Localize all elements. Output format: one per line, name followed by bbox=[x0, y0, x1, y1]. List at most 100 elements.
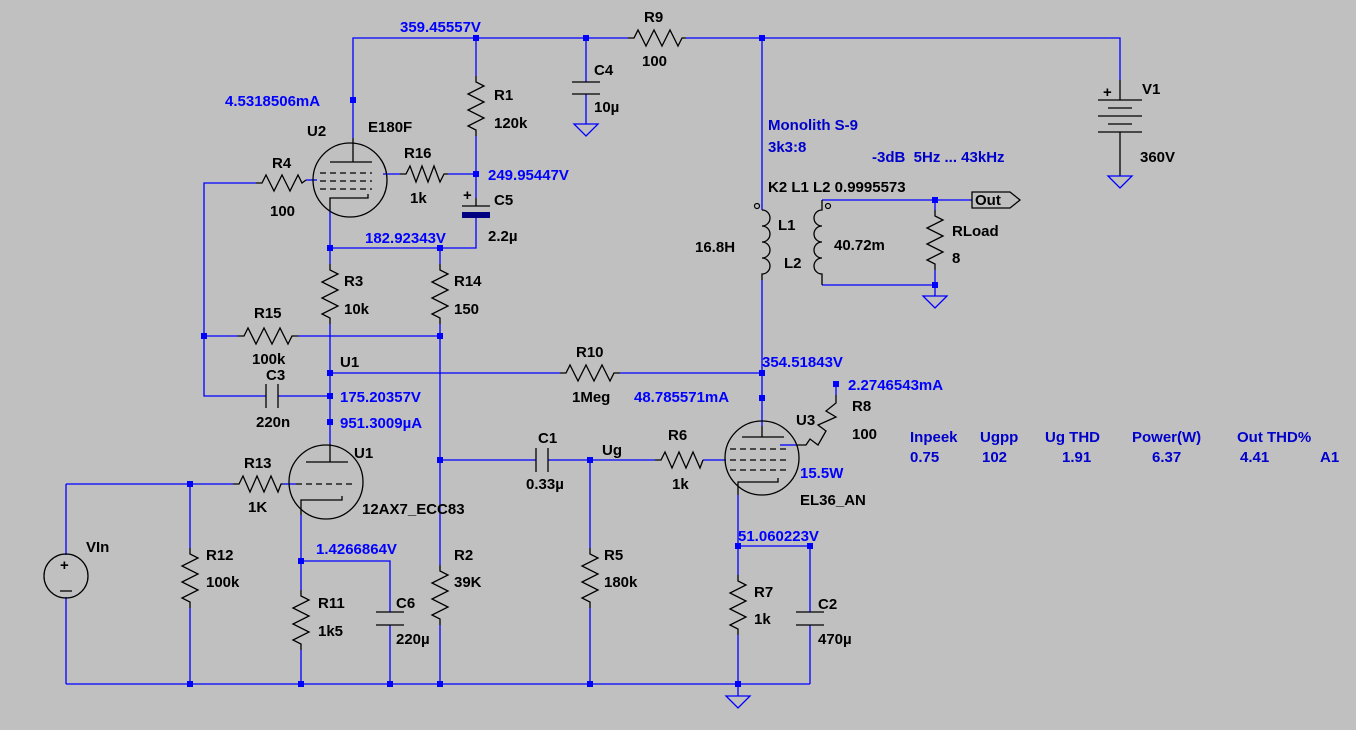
label-r16-value: 1k bbox=[410, 190, 427, 207]
label-r12-name: R12 bbox=[206, 547, 234, 564]
label-rload-name: RLoad bbox=[952, 223, 999, 240]
label-u2-model: E180F bbox=[368, 119, 412, 136]
label-c3-name: C3 bbox=[266, 367, 285, 384]
label-r2-name: R2 bbox=[454, 547, 473, 564]
label-r6-value: 1k bbox=[672, 476, 689, 493]
output-transformer[interactable] bbox=[753, 200, 832, 285]
op-v-u3-plate: 354.51843V bbox=[762, 354, 843, 371]
label-r15-name: R15 bbox=[254, 305, 282, 322]
note-bandwidth: -3dB 5Hz ... 43kHz bbox=[872, 149, 1005, 166]
results-table: Inpeek Ugpp Ug THD Power(W) Out THD% 0.7… bbox=[910, 429, 1339, 466]
net-label-ug: Ug bbox=[602, 442, 622, 459]
resistor-r15-symbol[interactable] bbox=[238, 326, 298, 346]
note-transformer-ratio: 3k3:8 bbox=[768, 139, 806, 156]
note-transformer-name: Monolith S-9 bbox=[768, 117, 858, 134]
battery-v1[interactable]: + bbox=[1098, 80, 1142, 176]
op-u3-power: 15.5W bbox=[800, 465, 844, 482]
svg-text:+: + bbox=[1103, 84, 1112, 101]
label-l1-value: 16.8H bbox=[695, 239, 735, 256]
label-r5-value: 180k bbox=[604, 574, 638, 591]
label-r13-name: R13 bbox=[244, 455, 272, 472]
label-c6-name: C6 bbox=[396, 595, 415, 612]
label-r10-value: 1Meg bbox=[572, 389, 610, 406]
label-r15-value: 100k bbox=[252, 351, 286, 368]
signal-source-vin[interactable]: + bbox=[43, 553, 89, 599]
out-port-label: Out bbox=[975, 192, 1001, 209]
resistor-r14-symbol[interactable] bbox=[430, 264, 450, 324]
label-c3-value: 220n bbox=[256, 414, 290, 431]
op-i-u2: 4.5318506mA bbox=[225, 93, 320, 110]
wires bbox=[65, 37, 1121, 696]
label-r4-value: 100 bbox=[270, 203, 295, 220]
label-u2-name: U2 bbox=[307, 123, 326, 140]
svg-text:+: + bbox=[60, 557, 69, 574]
results-value-ugthd: 1.91 bbox=[1062, 449, 1091, 466]
resistor-r11-symbol[interactable] bbox=[291, 590, 311, 650]
capacitors: + bbox=[265, 81, 824, 626]
output-port[interactable] bbox=[971, 191, 1022, 209]
op-v-u1-plate: 175.20357V bbox=[340, 389, 421, 406]
label-r10-name: R10 bbox=[576, 344, 604, 361]
results-header-ugthd: Ug THD bbox=[1045, 429, 1100, 446]
resistor-r2-symbol[interactable] bbox=[430, 565, 450, 625]
label-r6-name: R6 bbox=[668, 427, 687, 444]
grounds bbox=[572, 118, 1134, 709]
label-l2-name: L2 bbox=[784, 255, 802, 272]
resistor-r3-symbol[interactable] bbox=[320, 264, 340, 324]
label-r14-name: R14 bbox=[454, 273, 482, 290]
resistor-r9-symbol[interactable] bbox=[628, 28, 686, 48]
label-r16-name: R16 bbox=[404, 145, 432, 162]
resistor-r10-symbol[interactable] bbox=[560, 363, 620, 383]
label-c4-value: 10µ bbox=[594, 99, 619, 116]
resistor-r5-symbol[interactable] bbox=[580, 548, 600, 608]
label-u3-name: U3 bbox=[796, 412, 815, 429]
resistor-r13-symbol[interactable] bbox=[233, 474, 283, 494]
results-value-inpeek: 0.75 bbox=[910, 449, 939, 466]
label-c2-name: C2 bbox=[818, 596, 837, 613]
tube-u3[interactable] bbox=[724, 420, 800, 496]
op-v-u3-cathode: 51.060223V bbox=[738, 528, 819, 545]
results-value-outthd: 4.41 bbox=[1240, 449, 1269, 466]
resistor-r12-symbol[interactable] bbox=[180, 548, 200, 608]
op-v-u1-cathode: 1.4266864V bbox=[316, 541, 397, 558]
label-r5-name: R5 bbox=[604, 547, 623, 564]
svg-text:+: + bbox=[463, 187, 472, 204]
label-c5-name: C5 bbox=[494, 192, 513, 209]
label-r8-name: R8 bbox=[852, 398, 871, 415]
resistors bbox=[180, 28, 945, 650]
label-r9-value: 100 bbox=[642, 53, 667, 70]
tube-u1[interactable] bbox=[288, 444, 364, 520]
label-v1-value: 360V bbox=[1140, 149, 1175, 166]
label-r13-value: 1K bbox=[248, 499, 267, 516]
resistor-r8-symbol[interactable] bbox=[796, 395, 838, 446]
label-r3-value: 10k bbox=[344, 301, 370, 318]
label-c1-value: 0.33µ bbox=[526, 476, 564, 493]
note-coupling: K2 L1 L2 0.9995573 bbox=[768, 179, 906, 196]
resistor-r4-symbol[interactable] bbox=[256, 173, 307, 193]
label-r3-name: R3 bbox=[344, 273, 363, 290]
results-header-ugpp: Ugpp bbox=[980, 429, 1018, 446]
ground-icon bbox=[921, 295, 949, 309]
label-l1-name: L1 bbox=[778, 217, 796, 234]
results-header-power: Power(W) bbox=[1132, 429, 1201, 446]
label-r8-value: 100 bbox=[852, 426, 877, 443]
label-v1-name: V1 bbox=[1142, 81, 1160, 98]
label-r7-name: R7 bbox=[754, 584, 773, 601]
resistor-r1-symbol[interactable] bbox=[466, 76, 486, 136]
label-c1-name: C1 bbox=[538, 430, 557, 447]
resistor-rload-symbol[interactable] bbox=[925, 210, 945, 270]
resistor-r7-symbol[interactable] bbox=[728, 575, 748, 635]
label-r4-name: R4 bbox=[272, 155, 292, 172]
net-label-u1: U1 bbox=[340, 354, 359, 371]
resistor-r16-symbol[interactable] bbox=[400, 164, 448, 184]
label-r1-name: R1 bbox=[494, 87, 513, 104]
label-r11-name: R11 bbox=[318, 595, 345, 612]
op-v-screen-u2: 249.95447V bbox=[488, 167, 569, 184]
ground-icon bbox=[1106, 175, 1134, 189]
tube-u2[interactable] bbox=[312, 138, 388, 218]
label-r12-value: 100k bbox=[206, 574, 240, 591]
results-header-inpeek: Inpeek bbox=[910, 429, 958, 446]
label-c5-value: 2.2µ bbox=[488, 228, 518, 245]
resistor-r6-symbol[interactable] bbox=[655, 450, 704, 470]
